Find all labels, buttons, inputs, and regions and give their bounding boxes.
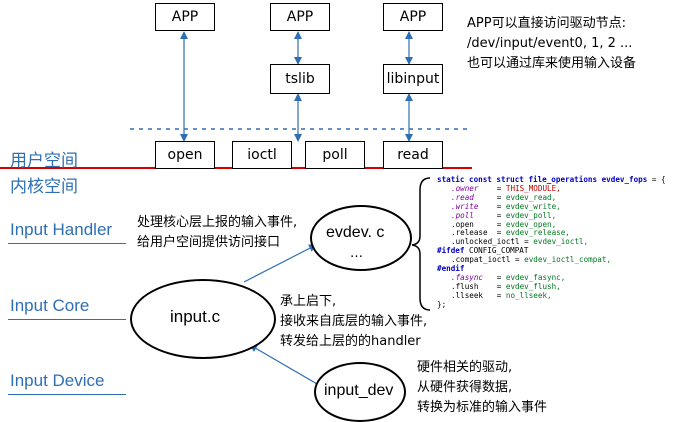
- syscall-label: poll: [322, 147, 348, 163]
- code-line: .llseek = no_llseek,: [451, 290, 552, 300]
- code-field: .open: [451, 219, 474, 229]
- input-c-label: input.c: [170, 307, 221, 326]
- code-value: no_llseek,: [505, 290, 552, 300]
- code-field: .owner: [451, 183, 479, 193]
- note-line: 接收来自底层的输入事件,: [280, 314, 428, 329]
- code-line: .owner = THIS_MODULE,: [451, 183, 561, 193]
- note-line: 也可以通过库来使用输入设备: [467, 56, 637, 71]
- evdev-label: evdev. c: [326, 224, 385, 241]
- code-line: .fasync = evdev_fasync,: [451, 272, 566, 282]
- note-line: 从硬件获得数据,: [417, 380, 513, 395]
- code-value: evdev_release,: [505, 228, 570, 238]
- code-line: .compat_ioctl = evdev_ioctl_compat,: [451, 255, 612, 265]
- note-line: /dev/input/event0, 1, 2 ...: [467, 36, 633, 51]
- libinput-box: libinput: [383, 64, 443, 94]
- code-field: .compat_ioctl: [451, 255, 511, 265]
- app-label: APP: [286, 9, 314, 25]
- code-value: evdev_flush,: [505, 281, 561, 291]
- code-value: CONFIG_COMPAT: [469, 246, 529, 256]
- underline-input-device: [8, 394, 126, 395]
- code-line: #ifdef CONFIG_COMPAT: [437, 246, 666, 256]
- code-field: .release: [451, 228, 488, 238]
- layer-label-user-space: 用户空间: [10, 151, 78, 170]
- layer-label-input-core: Input Core: [10, 296, 90, 315]
- code-value: evdev_write,: [505, 201, 561, 211]
- code-brace: [411, 177, 431, 311]
- code-value: evdev_ioctl_compat,: [524, 255, 612, 265]
- code-line: .open = evdev_open,: [451, 219, 557, 229]
- code-field: .poll: [451, 210, 474, 220]
- note-line: 处理核心层上报的输入事件,: [137, 215, 298, 230]
- code-line: .write = evdev_write,: [451, 201, 561, 211]
- code-field: .fasync: [451, 272, 484, 282]
- code-line: .poll = evdev_poll,: [451, 210, 557, 220]
- tslib-label: tslib: [285, 71, 315, 87]
- code-value: evdev_fasync,: [505, 272, 566, 282]
- code-line: .flush = evdev_flush,: [451, 281, 561, 291]
- code-decl-name: evdev_fops: [601, 175, 648, 184]
- syscall-label: read: [397, 147, 429, 163]
- code-field: .write: [451, 201, 479, 211]
- syscall-poll-box: poll: [305, 141, 365, 169]
- app-label: APP: [399, 9, 427, 25]
- code-field: };: [437, 299, 447, 309]
- code-line: .unlocked_ioctl = evdev_ioctl,: [451, 237, 589, 247]
- evdev-fops-code: static const struct file_operations evde…: [437, 175, 666, 310]
- code-line: .release = evdev_release,: [451, 228, 570, 238]
- code-field: .unlocked_ioctl: [451, 237, 520, 247]
- code-field: .llseek: [451, 290, 484, 300]
- syscall-open-box: open: [155, 141, 215, 169]
- input-dev-label: input_dev: [324, 382, 394, 399]
- layer-label-input-device: Input Device: [10, 371, 105, 390]
- note-line: 转换为标准的输入事件: [417, 400, 548, 415]
- note-app-access: APP可以直接访问驱动节点: /dev/input/event0, 1, 2 .…: [467, 14, 636, 74]
- app-box-3: APP: [383, 3, 443, 31]
- code-value: evdev_read,: [505, 192, 557, 202]
- note-device: 硬件相关的驱动, 从硬件获得数据, 转换为标准的输入事件: [417, 358, 547, 418]
- code-value: evdev_ioctl,: [533, 237, 589, 247]
- tslib-box: tslib: [270, 64, 330, 94]
- note-line: 给用户空间提供访问接口: [137, 235, 281, 250]
- note-line: APP可以直接访问驱动节点:: [467, 16, 626, 31]
- app-box-1: APP: [155, 3, 215, 31]
- app-box-2: APP: [270, 3, 330, 31]
- syscall-read-box: read: [383, 141, 443, 169]
- note-line: 承上启下,: [280, 294, 337, 309]
- evdev-ellipsis: …: [350, 246, 363, 261]
- layer-label-kernel-space: 内核空间: [10, 177, 78, 196]
- underline-input-handler: [8, 243, 126, 244]
- syscall-label: open: [167, 147, 203, 163]
- code-value: evdev_poll,: [505, 210, 557, 220]
- code-field: .flush: [451, 281, 479, 291]
- evdev-node: [310, 205, 412, 271]
- code-line: #endif: [437, 264, 666, 274]
- syscall-label: ioctl: [247, 147, 277, 163]
- code-line: .read = evdev_read,: [451, 192, 557, 202]
- app-label: APP: [171, 9, 199, 25]
- code-field: #endif: [437, 264, 465, 274]
- code-field: #ifdef: [437, 246, 465, 256]
- code-field: .read: [451, 192, 474, 202]
- input-core-node: [130, 279, 276, 359]
- note-line: 硬件相关的驱动,: [417, 360, 513, 375]
- note-handler: 处理核心层上报的输入事件, 给用户空间提供访问接口: [137, 213, 297, 253]
- note-core: 承上启下, 接收来自底层的输入事件, 转发给上层的的handler: [280, 292, 427, 352]
- layer-label-input-handler: Input Handler: [10, 220, 113, 239]
- underline-input-core: [8, 319, 126, 320]
- code-value: THIS_MODULE,: [505, 183, 561, 193]
- arrow-core-evdev: [243, 244, 317, 283]
- libinput-label: libinput: [386, 71, 440, 87]
- code-value: evdev_open,: [505, 219, 557, 229]
- syscall-ioctl-box: ioctl: [232, 141, 292, 169]
- code-decl-type: file_operations: [528, 175, 598, 184]
- note-line: 转发给上层的的handler: [280, 334, 421, 349]
- arrow-dev-core: [249, 344, 325, 389]
- code-decl-static: static const struct: [437, 175, 524, 184]
- code-line: };: [437, 299, 666, 310]
